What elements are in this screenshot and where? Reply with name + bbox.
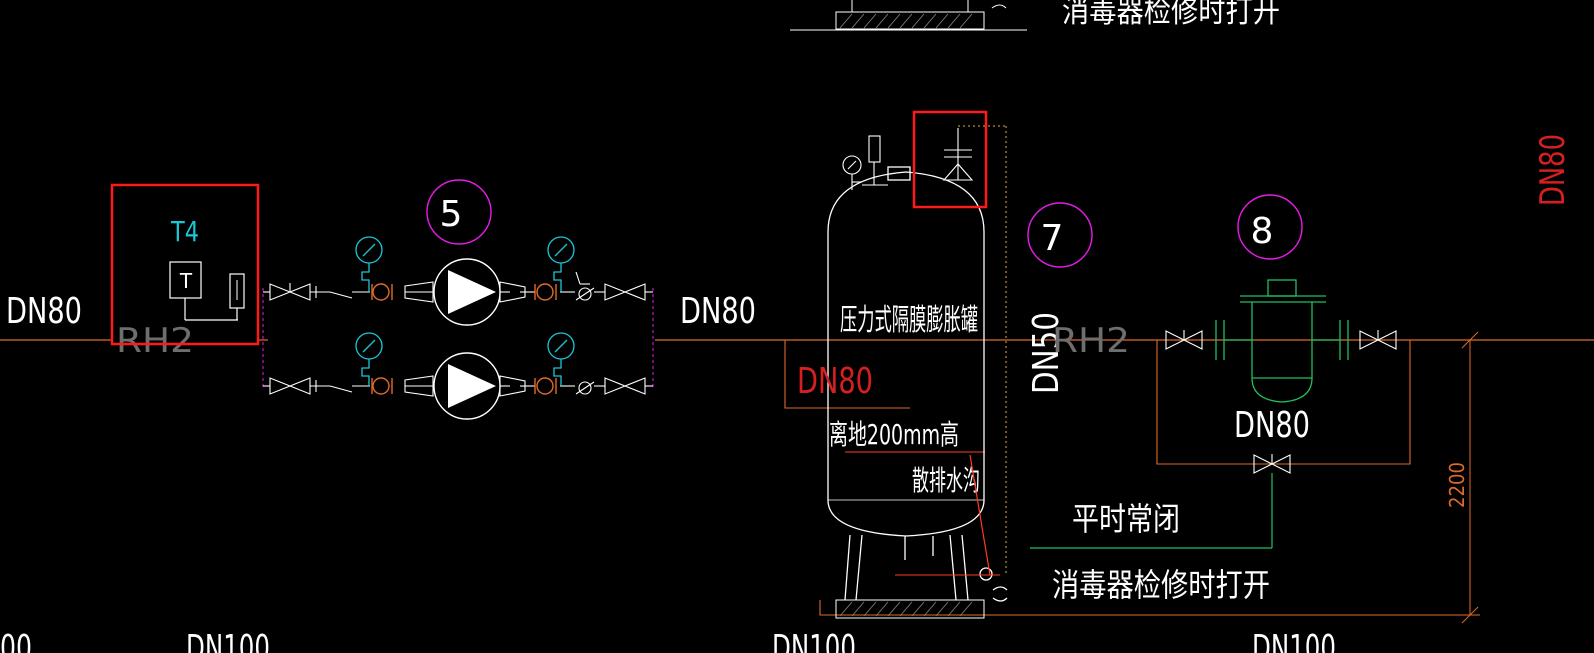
disinfector-vessel (1215, 279, 1349, 403)
tank-tag-bubble (1027, 202, 1093, 268)
tank-base (835, 599, 985, 619)
disinfector-bypass-pipe (1156, 340, 1411, 465)
heater-symbol-letter: T (179, 269, 193, 293)
pump-tag: 5 (440, 194, 463, 235)
bottom-size-3: DN100 (1252, 628, 1336, 653)
pump-lower (433, 352, 501, 420)
pump-tag-bubble (426, 179, 492, 245)
disinfector-tag-bubble (1237, 194, 1303, 260)
pressure-gauges (355, 236, 575, 386)
maintenance-note: 消毒器检修时打开 (1052, 566, 1270, 604)
pump-check-valves (575, 287, 595, 395)
disinfector-size: DN80 (1234, 405, 1310, 446)
dimension-line-2200 (1410, 331, 1480, 624)
bottom-partial-label: 00 (0, 628, 32, 653)
top-tank-base-fragment (790, 0, 1027, 31)
bottom-size-1: DN100 (186, 628, 270, 653)
disinfector-tag: 8 (1251, 211, 1274, 252)
tank-pipe-size: DN50 (1026, 312, 1067, 394)
disinfector-valves (1165, 330, 1397, 474)
pump-line-upper (263, 271, 653, 301)
tank-height-note: 离地200mm高 (829, 418, 959, 451)
bottom-size-2: DN100 (772, 628, 856, 653)
pump-line-lower (263, 377, 653, 395)
pipe-size-after-pumps: DN80 (680, 291, 756, 332)
drain-note: 散排水沟 (912, 464, 980, 497)
right-edge-size: DN80 (1533, 134, 1573, 206)
pipe-size-left: DN80 (6, 291, 82, 332)
pump-upper (433, 258, 501, 326)
normal-closed-note: 平时常闭 (1072, 500, 1180, 538)
tank-top-instruments (842, 135, 888, 190)
top-maintenance-note: 消毒器检修时打开 (1062, 0, 1280, 30)
safety-valve-highlight-box (912, 110, 988, 209)
heater-symbol (169, 261, 245, 321)
heater-tag: T4 (170, 215, 199, 248)
pipe-system-left: RH2 (116, 321, 194, 361)
tank-branch-pipe (784, 340, 1480, 616)
tank-tag: 7 (1041, 218, 1064, 259)
safety-valve (942, 128, 974, 181)
pump-flex-joints (371, 283, 557, 395)
pump-group-dashed-frame (262, 288, 654, 388)
pipe-system-right: RH2 (1052, 321, 1130, 361)
dimension-2200: 2200 (1445, 462, 1469, 508)
heater-highlight-box (110, 183, 260, 346)
tank-name: 压力式隔膜膨胀罐 (840, 303, 978, 338)
expansion-tank (827, 166, 1008, 602)
tank-branch-size: DN80 (797, 361, 873, 402)
